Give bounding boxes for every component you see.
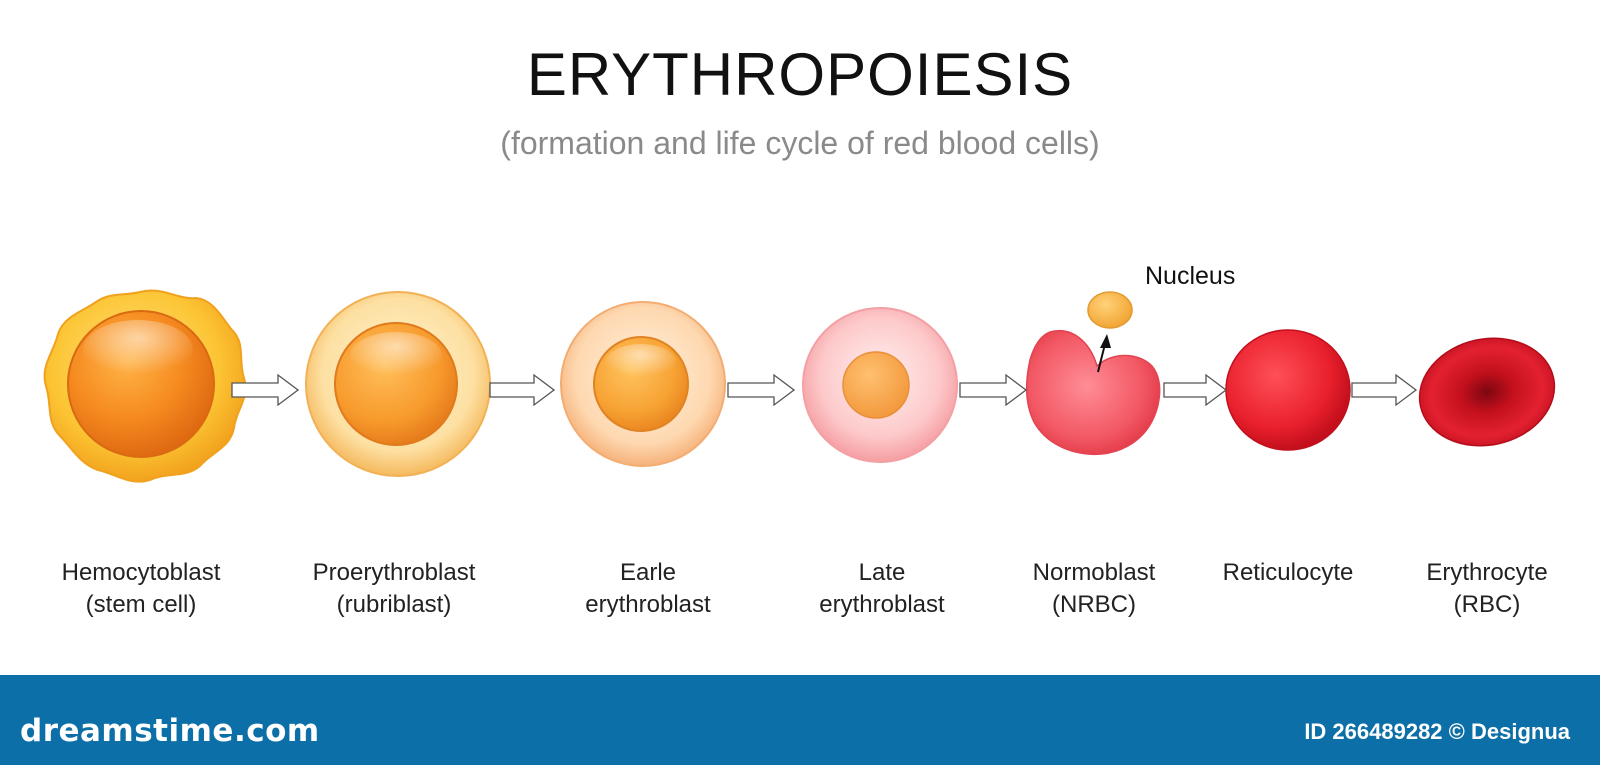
normoblast-cell — [1025, 291, 1161, 456]
page-subtitle: (formation and life cycle of red blood c… — [500, 125, 1100, 161]
label-reticulocyte: Reticulocyte — [1222, 559, 1354, 586]
nucleus-label: Nucleus — [1145, 262, 1236, 290]
late-erythroblast-cell — [802, 307, 958, 463]
arrow-2 — [489, 373, 556, 407]
label-proerythroblast: Proerythroblast(rubriblast) — [312, 559, 476, 618]
arrow-3 — [727, 373, 796, 407]
arrow-4 — [959, 373, 1028, 407]
reticulocyte-cell — [1225, 329, 1351, 451]
nucleus-arrow — [1097, 343, 1106, 373]
proerythroblast-cell — [305, 291, 491, 477]
image-credit: ID 266489282 © Designua — [1304, 719, 1570, 744]
arrow-5 — [1163, 373, 1228, 407]
erythropoiesis-diagram — [43, 289, 1556, 483]
expelled-nucleus — [1087, 291, 1133, 329]
arrow-6 — [1351, 373, 1418, 407]
page-title: ERYTHROPOIESIS — [526, 41, 1074, 108]
brand-logo[interactable]: dreamstime.com — [20, 713, 320, 749]
label-hemocytoblast: Hemocytoblast(stem cell) — [61, 559, 221, 618]
footer-bar: dreamstime.com ID 266489282 © Designua — [0, 675, 1600, 765]
label-normoblast: Normoblast(NRBC) — [1032, 559, 1156, 618]
early-erythroblast-cell — [560, 301, 726, 467]
label-erythrocyte: Erythrocyte(RBC) — [1426, 559, 1548, 618]
erythrocyte-cell — [1418, 337, 1556, 447]
hemocytoblast-cell — [43, 289, 247, 483]
arrow-1 — [231, 373, 300, 407]
